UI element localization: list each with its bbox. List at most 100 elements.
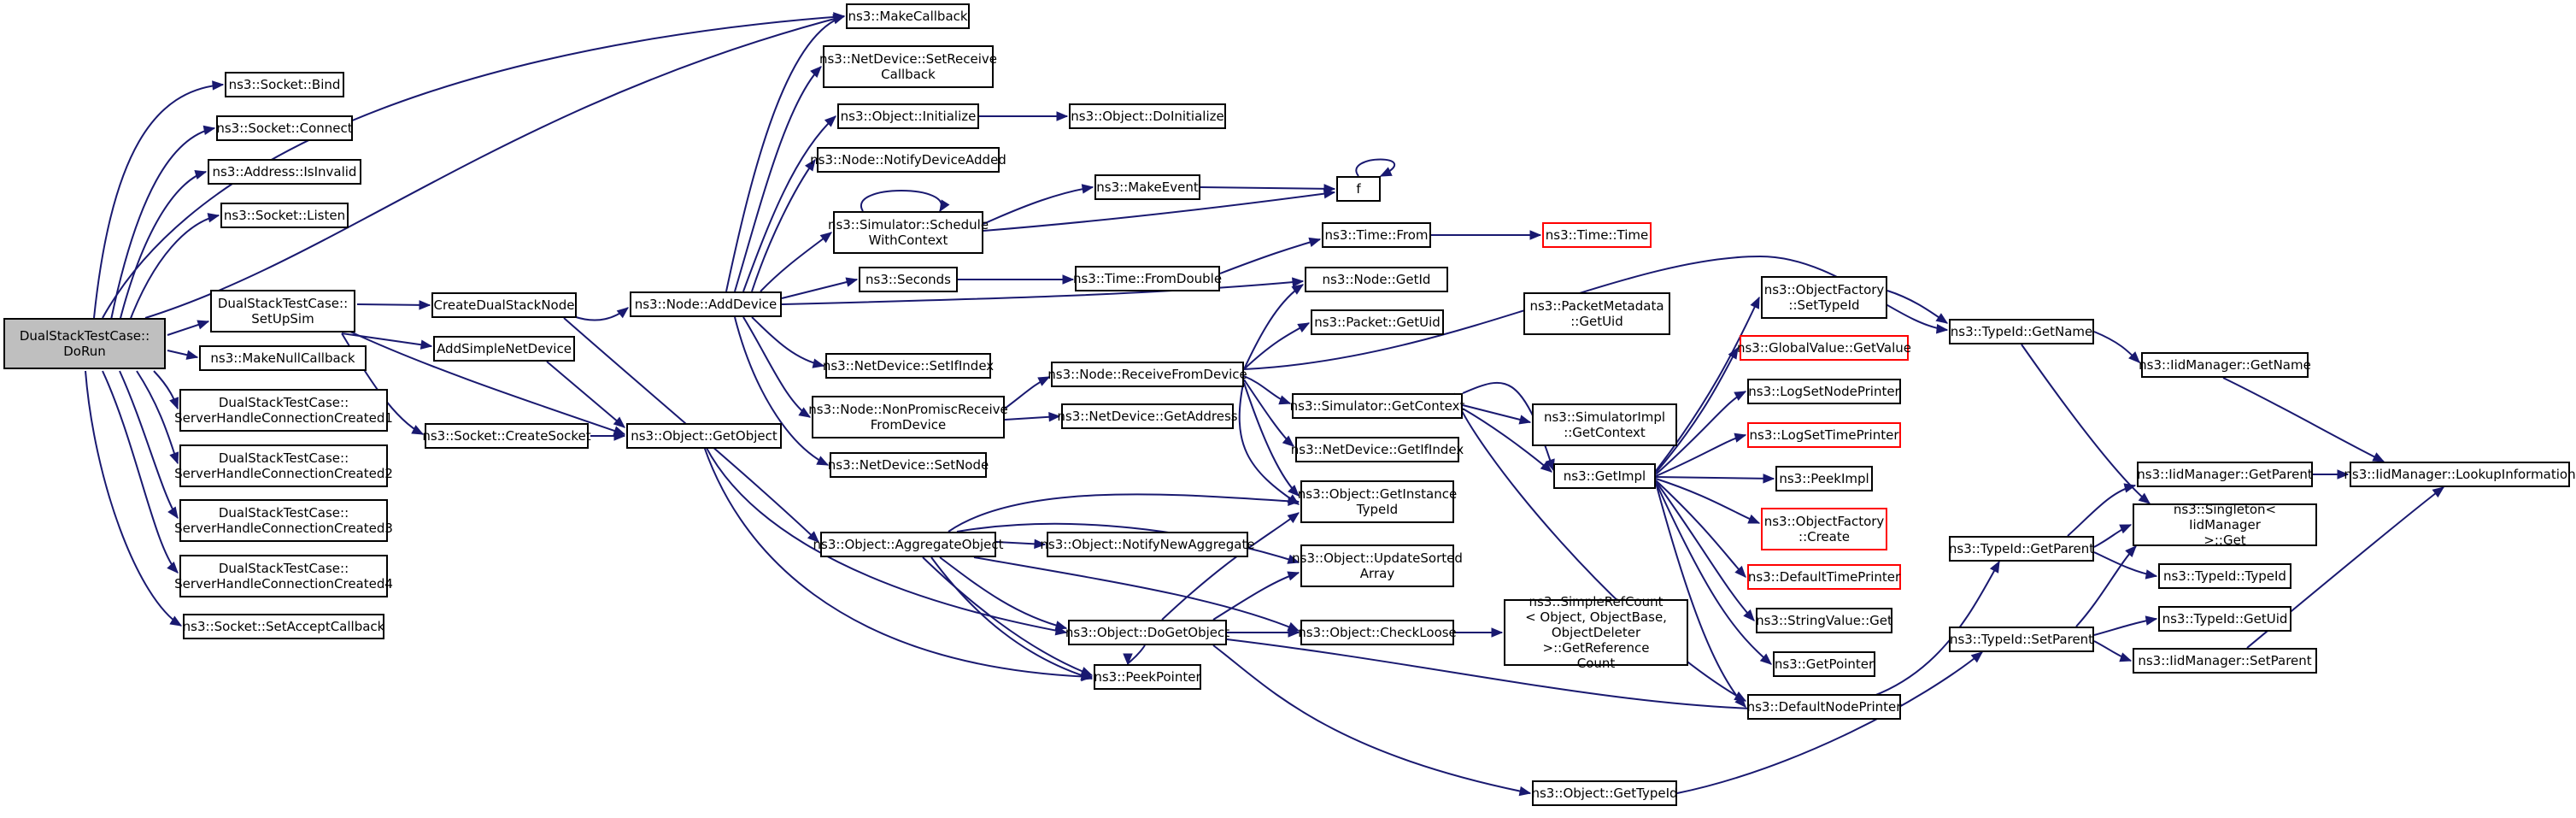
node-server-handle-connection-created-2[interactable]: DualStackTestCase:: ServerHandleConnecti…	[174, 444, 393, 487]
node-peekimpl[interactable]: ns3::PeekImpl	[1775, 466, 1873, 491]
node-logsetnodeprinter[interactable]: ns3::LogSetNodePrinter	[1747, 379, 1901, 404]
node-getpointer[interactable]: ns3::GetPointer	[1773, 651, 1875, 677]
node-globalvalue-getvalue[interactable]: ns3::GlobalValue::GetValue	[1737, 335, 1911, 361]
node-node-getid[interactable]: ns3::Node::GetId	[1305, 267, 1448, 292]
node-addsimplenetdevice[interactable]: AddSimpleNetDevice	[433, 336, 575, 362]
call-edge	[734, 316, 829, 466]
node-address-isinvalid[interactable]: ns3::Address::IsInvalid	[208, 159, 361, 185]
node-typeid-getuid[interactable]: ns3::TypeId::GetUid	[2158, 606, 2291, 632]
call-edge	[1655, 481, 1772, 665]
call-edge	[1655, 480, 1755, 621]
node-netdevice-getaddress[interactable]: ns3::NetDevice::GetAddress	[1057, 403, 1238, 429]
node-typeid-typeid[interactable]: ns3::TypeId::TypeId	[2158, 563, 2291, 589]
node-node-adddevice[interactable]: ns3::Node::AddDevice	[630, 291, 782, 317]
node-server-handle-connection-created-1[interactable]: DualStackTestCase:: ServerHandleConnecti…	[174, 389, 393, 432]
call-edge-arrowhead	[1123, 653, 1133, 666]
call-edge-arrowhead	[1081, 184, 1094, 194]
node-typeid-getname[interactable]: ns3::TypeId::GetName	[1949, 319, 2094, 344]
call-edge-arrowhead	[824, 115, 836, 127]
node-makenullcallback[interactable]: ns3::MakeNullCallback	[199, 345, 367, 371]
node-time-fromdouble[interactable]: ns3::Time::FromDouble	[1073, 266, 1222, 291]
call-edge	[1161, 512, 1300, 621]
node-server-handle-connection-created-4[interactable]: DualStackTestCase:: ServerHandleConnecti…	[174, 555, 393, 597]
call-edge	[136, 370, 179, 464]
call-edge-arrowhead	[807, 531, 819, 543]
node-socket-bind[interactable]: ns3::Socket::Bind	[225, 72, 344, 97]
call-edge-arrowhead	[804, 158, 816, 172]
node-packet-getuid[interactable]: ns3::Packet::GetUid	[1311, 309, 1444, 335]
call-edge	[1453, 392, 1746, 702]
node-iidmanager-lookupinformation[interactable]: ns3::IidManager::LookupInformation	[2344, 462, 2576, 487]
node-objectfactory-create[interactable]: ns3::ObjectFactory ::Create	[1761, 508, 1887, 550]
call-edge-arrowhead	[798, 407, 812, 418]
call-edge	[1355, 158, 1396, 177]
node-peekpointer[interactable]: ns3::PeekPointer	[1094, 664, 1201, 690]
node-socket-connect[interactable]: ns3::Socket::Connect	[216, 115, 353, 141]
node-defaultnodeprinter[interactable]: ns3::DefaultNodePrinter	[1747, 694, 1901, 720]
call-edge-arrowhead	[1292, 277, 1305, 287]
node-netdevice-setnode[interactable]: ns3::NetDevice::SetNode	[828, 452, 989, 478]
node-makeevent[interactable]: ns3::MakeEvent	[1094, 174, 1200, 200]
node-object-updatesortedarray[interactable]: ns3::Object::UpdateSorted Array	[1292, 544, 1463, 587]
node-typeid-getparent[interactable]: ns3::TypeId::GetParent	[1949, 536, 2094, 562]
call-edge-arrowhead	[1935, 313, 1949, 324]
node-object-gettypeid[interactable]: ns3::Object::GetTypeId	[1531, 780, 1678, 806]
node-socket-setacceptcallback[interactable]: ns3::Socket::SetAcceptCallback	[183, 614, 384, 639]
call-edge-arrowhead	[2138, 492, 2151, 504]
node-object-notifynewaggregate[interactable]: ns3::Object::NotifyNewAggregate	[1040, 532, 1255, 557]
node-singleton-iidmanager-get[interactable]: ns3::Singleton< IidManager >::Get	[2133, 502, 2317, 548]
node-object-initialize[interactable]: ns3::Object::Initialize	[837, 103, 979, 129]
node-makecallback[interactable]: ns3::MakeCallback	[846, 3, 970, 29]
node-defaulttimeprinter[interactable]: ns3::DefaultTimePrinter	[1747, 564, 1901, 590]
node-object-getinstancetypeid[interactable]: ns3::Object::GetInstance TypeId	[1298, 480, 1457, 523]
call-edge-arrowhead	[1288, 496, 1300, 507]
call-edge-arrowhead	[819, 232, 833, 244]
node-object-aggregateobject[interactable]: ns3::Object::AggregateObject	[813, 532, 1004, 557]
node-object-dogetobject[interactable]: ns3::Object::DoGetObject	[1065, 620, 1229, 645]
node-iidmanager-getparent[interactable]: ns3::IidManager::GetParent	[2137, 462, 2313, 487]
node-object-checkloose[interactable]: ns3::Object::CheckLoose	[1298, 620, 1457, 645]
call-edge	[1655, 482, 1746, 708]
node-createdualstacknode[interactable]: CreateDualStackNode	[431, 292, 577, 318]
node-seconds[interactable]: ns3::Seconds	[859, 267, 958, 292]
call-edge	[2222, 377, 2385, 462]
call-edge	[1212, 644, 1531, 794]
node-time-from[interactable]: ns3::Time::From	[1322, 222, 1431, 248]
node-node-nonpromiscreceivefromdevice[interactable]: ns3::Node::NonPromiscReceive FromDevice	[808, 396, 1008, 438]
node-node-receivefromdevice[interactable]: ns3::Node::ReceiveFromDevice	[1047, 362, 1247, 387]
node-server-handle-connection-created-3[interactable]: DualStackTestCase:: ServerHandleConnecti…	[174, 499, 393, 542]
call-edge-arrowhead	[2119, 652, 2133, 662]
node-time-time[interactable]: ns3::Time::Time	[1542, 222, 1652, 248]
node-socket-createsocket[interactable]: ns3::Socket::CreateSocket	[422, 423, 591, 449]
call-edge-arrowhead	[411, 425, 425, 435]
node-iidmanager-getname[interactable]: ns3::IidManager::GetName	[2139, 352, 2311, 378]
call-edge-arrowhead	[812, 358, 825, 368]
node-simplerefcount-getreferencecount[interactable]: ns3::SimpleRefCount < Object, ObjectBase…	[1504, 594, 1688, 671]
node-stringvalue-get[interactable]: ns3::StringValue::Get	[1756, 608, 1892, 633]
node-logsettimeprinter[interactable]: ns3::LogSetTimePrinter	[1747, 422, 1901, 448]
node-simulatorimpl-getcontext[interactable]: ns3::SimulatorImpl ::GetContext	[1532, 403, 1677, 446]
call-edge	[742, 316, 811, 418]
call-edge	[102, 15, 845, 319]
node-netdevice-setreceivecallback[interactable]: ns3::NetDevice::SetReceive Callback	[819, 45, 997, 88]
node-simulator-getcontext[interactable]: ns3::Simulator::GetContext	[1290, 393, 1464, 419]
node-netdevice-setifindex[interactable]: ns3::NetDevice::SetIfIndex	[823, 353, 994, 379]
node-typeid-setparent[interactable]: ns3::TypeId::SetParent	[1949, 627, 2094, 652]
node-packetmetadata-getuid[interactable]: ns3::PacketMetadata ::GetUid	[1523, 292, 1670, 335]
node-socket-listen[interactable]: ns3::Socket::Listen	[220, 203, 349, 228]
node-object-doinitialize[interactable]: ns3::Object::DoInitialize	[1069, 103, 1226, 129]
node-node-notifydeviceadded[interactable]: ns3::Node::NotifyDeviceAdded	[810, 147, 1006, 173]
node-setupsim[interactable]: DualStackTestCase:: SetUpSim	[210, 290, 355, 332]
node-simulator-schedulewithcontext[interactable]: ns3::Simulator::Schedule WithContext	[828, 211, 989, 254]
call-edge	[939, 556, 1067, 629]
call-edge	[93, 84, 224, 319]
node-netdevice-getifindex[interactable]: ns3::NetDevice::GetIfIndex	[1291, 437, 1464, 462]
node-f[interactable]: f	[1336, 176, 1381, 202]
call-edge-arrowhead	[1734, 391, 1747, 401]
node-object-getobject[interactable]: ns3::Object::GetObject	[626, 423, 782, 449]
node-objectfactory-settypeid[interactable]: ns3::ObjectFactory ::SetTypeId	[1761, 276, 1887, 319]
node-iidmanager-setparent[interactable]: ns3::IidManager::SetParent	[2133, 648, 2317, 674]
call-edge-arrowhead	[1734, 691, 1747, 702]
node-getimpl[interactable]: ns3::GetImpl	[1553, 463, 1656, 489]
